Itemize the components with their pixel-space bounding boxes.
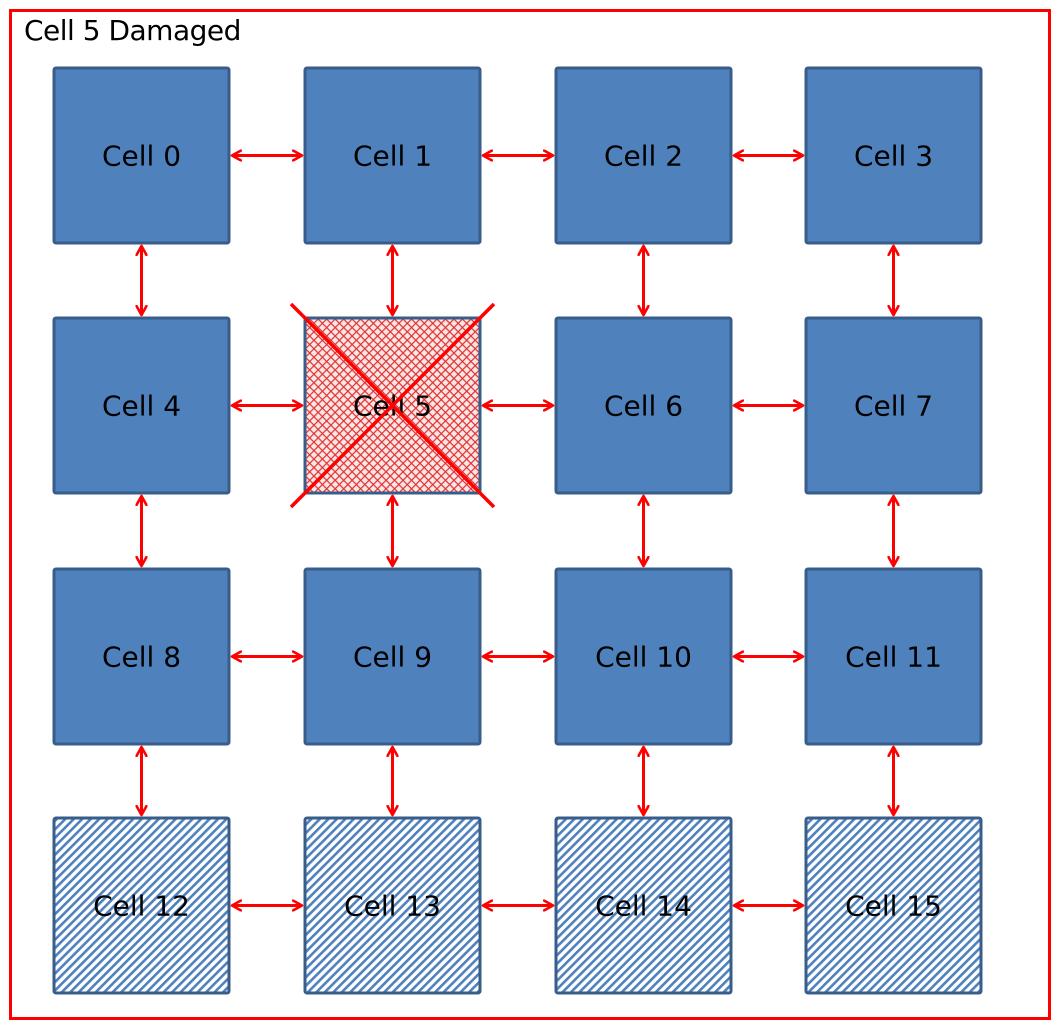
damage-cross-line-2 bbox=[289, 302, 496, 509]
diagram-title: Cell 5 Damaged bbox=[24, 14, 241, 47]
links-layer bbox=[142, 156, 894, 906]
cell-box-normal bbox=[303, 567, 482, 746]
cell-3: Cell 3 bbox=[804, 66, 983, 245]
cell-label: Cell 4 bbox=[102, 390, 181, 423]
cell-box-normal bbox=[804, 316, 983, 495]
cell-label: Cell 6 bbox=[604, 390, 683, 423]
cell-box-normal bbox=[554, 66, 733, 245]
cell-5: Cell 5 bbox=[289, 302, 496, 509]
cell-box-normal bbox=[554, 316, 733, 495]
diagram-frame bbox=[9, 9, 1051, 1020]
cell-9: Cell 9 bbox=[303, 567, 482, 746]
cell-1: Cell 1 bbox=[303, 66, 482, 245]
cell-box-normal bbox=[303, 66, 482, 245]
cell-7: Cell 7 bbox=[804, 316, 983, 495]
cell-box-normal bbox=[52, 567, 231, 746]
cell-box-normal bbox=[804, 66, 983, 245]
cell-box-normal bbox=[804, 567, 983, 746]
cell-13: Cell 13 bbox=[303, 816, 482, 995]
cell-box-normal bbox=[52, 316, 231, 495]
cell-box-spare bbox=[804, 816, 983, 995]
cell-box-normal bbox=[554, 567, 733, 746]
cell-11: Cell 11 bbox=[804, 567, 983, 746]
cell-14: Cell 14 bbox=[554, 816, 733, 995]
cell-4: Cell 4 bbox=[52, 316, 231, 495]
cell-8: Cell 8 bbox=[52, 567, 231, 746]
cell-6: Cell 6 bbox=[554, 316, 733, 495]
cell-box-normal bbox=[52, 66, 231, 245]
cell-10: Cell 10 bbox=[554, 567, 733, 746]
cell-label: Cell 10 bbox=[595, 641, 692, 674]
cell-label: Cell 11 bbox=[845, 641, 942, 674]
cell-label: Cell 8 bbox=[102, 641, 181, 674]
cell-label: Cell 14 bbox=[595, 890, 692, 923]
cell-box-spare bbox=[554, 816, 733, 995]
cell-label: Cell 9 bbox=[353, 641, 432, 674]
cell-label: Cell 13 bbox=[344, 890, 441, 923]
cell-15: Cell 15 bbox=[804, 816, 983, 995]
cell-box-spare bbox=[52, 816, 231, 995]
cell-12: Cell 12 bbox=[52, 816, 231, 995]
cell-2: Cell 2 bbox=[554, 66, 733, 245]
cell-box-spare bbox=[303, 816, 482, 995]
cell-label: Cell 3 bbox=[854, 140, 933, 173]
cell-label: Cell 0 bbox=[102, 140, 181, 173]
cell-label: Cell 15 bbox=[845, 890, 942, 923]
cells-layer: Cell 0 Cell 1 Cell 2 Cell 3 Cell 4 Cell 5 Cell… bbox=[52, 66, 983, 995]
cell-0: Cell 0 bbox=[52, 66, 231, 245]
cell-label: Cell 12 bbox=[93, 890, 190, 923]
cell-label: Cell 1 bbox=[353, 140, 432, 173]
cell-label: Cell 2 bbox=[604, 140, 683, 173]
cell-label: Cell 7 bbox=[854, 390, 933, 423]
